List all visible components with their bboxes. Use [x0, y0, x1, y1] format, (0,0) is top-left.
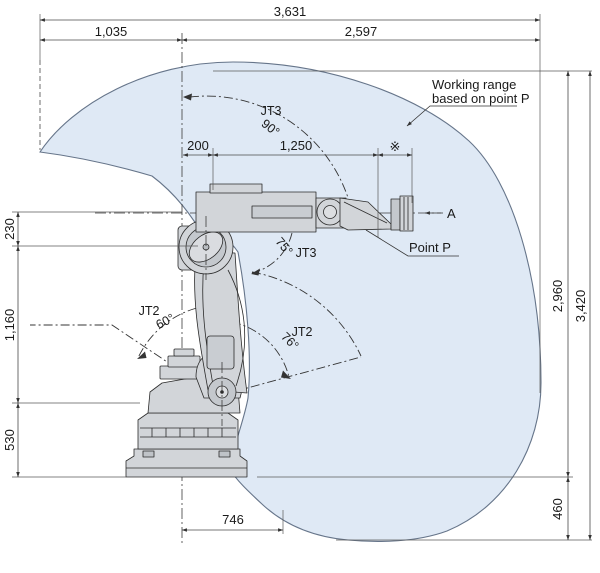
jt2-76-arrow — [281, 370, 291, 379]
wrist-ring — [390, 198, 401, 231]
base-bolt-left — [142, 450, 155, 458]
dim-ref-mark: ※ — [390, 139, 401, 154]
reference-lines — [12, 70, 592, 541]
dimension-lines: 3,631 1,035 2,597 200 1,250 ※ 230 1,160 … — [2, 4, 592, 541]
jt3-upper-label: JT3 — [261, 104, 282, 118]
wrist-contour — [343, 201, 388, 224]
jt2-76-arc — [231, 321, 290, 378]
dim-200-label: 200 — [187, 138, 209, 153]
upper-arm-top-box — [209, 183, 263, 194]
dim-3420-label: 3,420 — [573, 290, 588, 323]
flange-stripes — [403, 197, 409, 230]
dim-1160-label: 1,160 — [2, 309, 17, 342]
dim-230-label: 230 — [2, 218, 17, 240]
point-p-label: Point P — [409, 240, 451, 255]
working-range-label-2: based on point P — [432, 91, 530, 106]
bearing-ring — [140, 427, 236, 438]
annotations: Working range based on point P Point P A — [365, 77, 530, 257]
jt3-lower-label: JT3 — [296, 246, 317, 260]
working-range-leader — [406, 105, 517, 127]
tool-flange — [399, 195, 414, 232]
robot-pedestal — [137, 412, 239, 450]
jt3-90-arc — [189, 95, 353, 213]
dim-right-reach-label: 2,597 — [345, 24, 378, 39]
dim-1250-label: 1,250 — [280, 138, 313, 153]
jt4-joint-inner — [323, 205, 337, 219]
section-a-label: A — [447, 206, 456, 221]
point-p-leader — [365, 229, 459, 257]
motor-box-3 — [173, 348, 195, 357]
base-bolt-right — [218, 450, 231, 458]
jt3-90-arrow — [183, 93, 192, 101]
jt2-left-label: JT2 — [139, 304, 160, 318]
jt3-75-arrow — [251, 268, 260, 276]
robot-illustration — [125, 183, 414, 478]
dim-left-reach-label: 1,035 — [95, 24, 128, 39]
working-range-label-1: Working range — [432, 77, 516, 92]
dim-2960-label: 2,960 — [550, 280, 565, 313]
motor-box-2 — [167, 355, 201, 368]
dim-460-label: 460 — [550, 498, 565, 520]
joint-centerlines — [205, 216, 223, 426]
robot-base-foot — [125, 448, 248, 478]
lower-arm-contour — [202, 261, 214, 386]
upper-arm-cyl — [251, 205, 313, 219]
inner-fold-arc — [251, 271, 362, 357]
cable-1 — [227, 269, 246, 387]
working-envelope — [39, 61, 542, 542]
jt2-right-label: JT2 — [292, 325, 313, 339]
jt2-60-arrow-bottom — [137, 351, 147, 359]
dim-746-label: 746 — [222, 512, 244, 527]
dim-total-width-label: 3,631 — [274, 4, 307, 19]
lower-arm-panel — [206, 335, 235, 370]
dim-530-label: 530 — [2, 429, 17, 451]
